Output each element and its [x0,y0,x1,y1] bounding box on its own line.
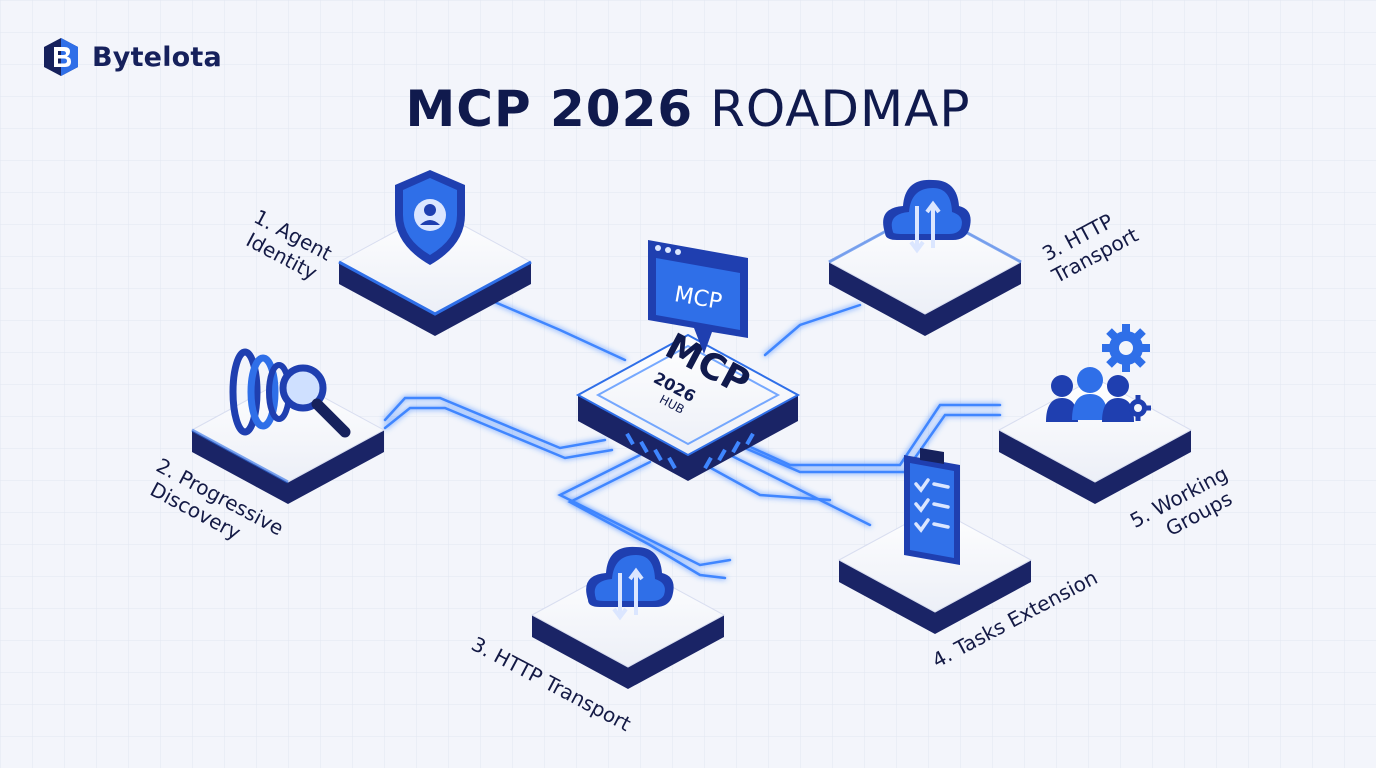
brand: Bytelota [40,36,222,78]
link-agent-identity [488,298,627,362]
link-http-bottom-2 [567,460,727,580]
tile-progressive-discovery[interactable] [190,377,386,504]
link-hub-lower [698,460,832,502]
tile-agent-identity[interactable] [337,209,533,336]
link-http-bottom-1 [557,453,732,567]
b-hexagon-logo-icon [44,38,78,76]
tile-http-transport-bottom[interactable] [530,562,726,689]
title-bold-part: MCP 2026 [405,80,694,138]
team-gears-icon [1046,324,1151,422]
mcp-badge [648,240,748,354]
label-http-transport-top: 3. HTTP Transport [1038,209,1142,289]
link-http-top [763,303,862,357]
brand-name: Bytelota [92,41,222,73]
cloud-sync-icon-bottom [586,546,674,621]
link-tasks [728,453,872,527]
tile-http-transport-top[interactable] [827,208,1023,336]
cloud-sync-icon-top [883,179,971,254]
title-light-part: ROADMAP [710,80,971,138]
link-working-groups-1 [733,403,1002,467]
label-agent-identity: 1. Agent Identity [242,205,336,285]
magnifier-rings-icon [229,348,351,438]
clipboard-checklist-icon [904,448,960,565]
link-discovery-2 [383,406,614,460]
link-discovery-1 [383,396,607,450]
page-title: MCP 2026 ROADMAP [0,80,1376,138]
hub-chip[interactable] [575,333,801,481]
shield-user-icon [395,170,465,265]
